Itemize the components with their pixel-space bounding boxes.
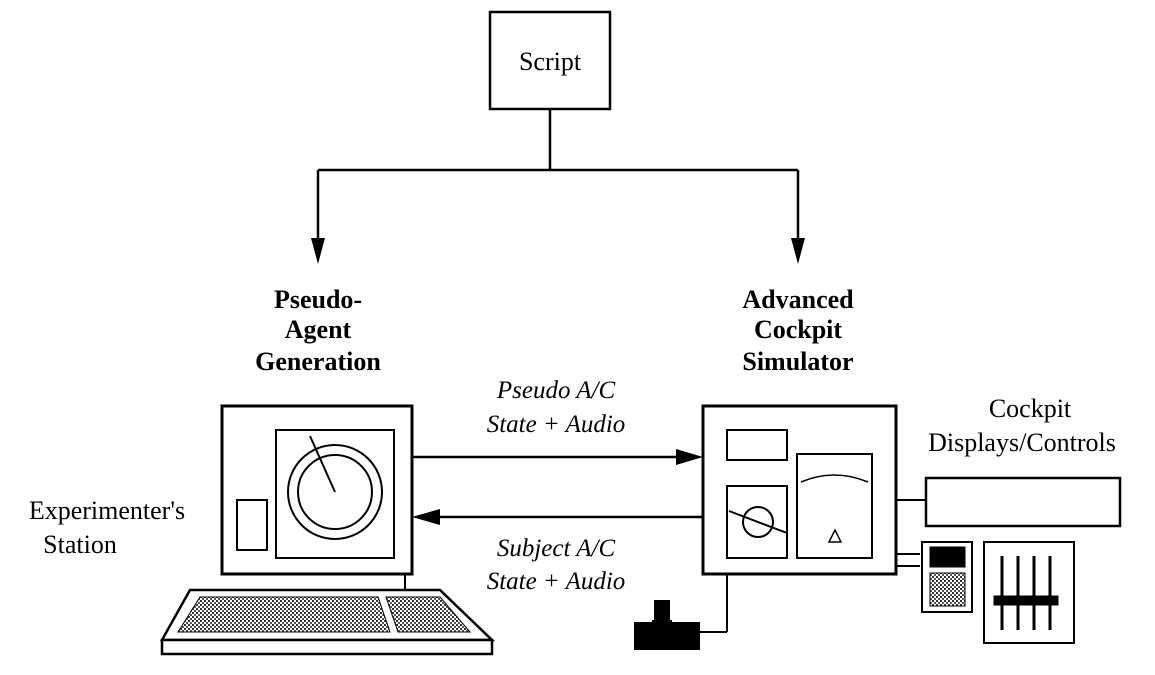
simulator-heading: Advanced Cockpit Simulator <box>742 285 854 376</box>
joystick <box>634 600 700 650</box>
monitor-side-panel <box>236 499 268 551</box>
pseudo-agent-line2: Agent <box>285 315 352 344</box>
radar-inner-ring <box>297 454 373 530</box>
cockpit-displays-line1: Cockpit <box>989 394 1072 423</box>
cockpit-displays-line2: Displays/Controls <box>928 428 1116 457</box>
simulator-gauge-dial <box>742 506 774 538</box>
experimenter-line1: Experimenter's <box>29 496 185 525</box>
joystick-base <box>634 622 700 650</box>
pseudo-state-arrow: Pseudo A/C State + Audio <box>412 377 703 465</box>
throttle-quadrant <box>983 541 1075 644</box>
subject-state-line1: Subject A/C <box>497 535 616 562</box>
simulator-line1: Advanced <box>742 285 854 314</box>
control-unit-keypad <box>929 572 966 607</box>
arrowhead-to-simulator <box>791 238 805 264</box>
cockpit-hardware <box>896 476 1122 644</box>
simulator-line2: Cockpit <box>754 315 842 344</box>
simulator-gauge-needle <box>728 510 788 534</box>
script-node: Script <box>488 10 612 111</box>
pseudo-state-line1: Pseudo A/C <box>496 377 616 404</box>
simulator-casing <box>701 404 898 576</box>
simulator-small-display <box>726 429 788 461</box>
radar-outer-ring <box>287 444 383 540</box>
experimenter-computer <box>220 404 414 590</box>
cockpit-displays-label: Cockpit Displays/Controls <box>928 394 1116 457</box>
keyboard-base <box>160 638 494 656</box>
simulator-meter-triangle <box>827 528 843 543</box>
radar-screen-frame <box>275 429 395 559</box>
keyboard-main-keys <box>177 596 391 633</box>
script-connectors <box>316 109 800 240</box>
experimenter-label: Experimenter's Station <box>29 496 185 559</box>
simulator-gauge-display <box>726 485 788 559</box>
subject-state-arrow: Subject A/C State + Audio <box>412 509 703 595</box>
experimenter-line2: Station <box>43 530 117 559</box>
script-label: Script <box>519 47 582 76</box>
pseudo-state-arrowhead <box>676 449 703 465</box>
simulator-meter-arc <box>800 474 869 483</box>
pseudo-state-line2: State + Audio <box>487 411 626 438</box>
radar-sweep-line <box>309 435 336 493</box>
monitor-casing <box>220 404 414 576</box>
pseudo-agent-heading: Pseudo- Agent Generation <box>255 285 381 376</box>
joystick-stick <box>654 600 670 624</box>
simulator-console <box>701 404 898 576</box>
joystick-connector <box>700 574 728 633</box>
arrowhead-to-pseudo-agent <box>311 238 325 264</box>
control-unit-screen <box>929 546 966 568</box>
subject-state-arrowhead <box>412 509 440 525</box>
keyboard <box>159 588 496 656</box>
cockpit-display-panel <box>924 476 1122 528</box>
simulator-meter-display <box>796 453 873 559</box>
script-box <box>488 10 612 111</box>
keyboard-keypad-keys <box>385 596 472 633</box>
throttle-lever-bar <box>993 595 1059 606</box>
simulator-line3: Simulator <box>742 347 853 376</box>
pseudo-agent-line3: Generation <box>255 347 381 376</box>
pseudo-agent-line1: Pseudo- <box>274 285 362 314</box>
subject-state-line2: State + Audio <box>487 568 626 595</box>
